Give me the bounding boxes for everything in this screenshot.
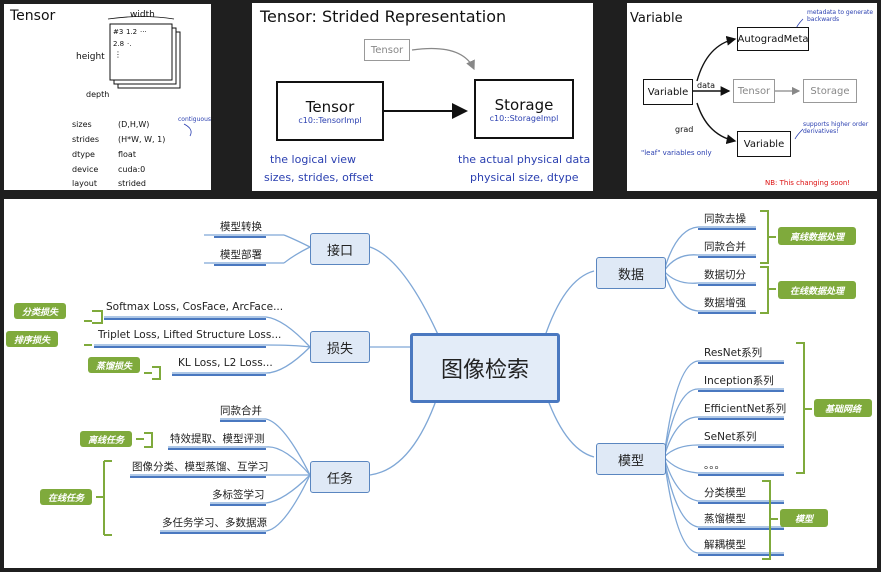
left-caption-1: the logical view <box>270 153 357 166</box>
left-caption-2: sizes, strides, offset <box>264 171 374 184</box>
tag-online-task[interactable]: 在线任务 <box>40 489 92 505</box>
leaf-model[interactable]: ResNet系列 <box>704 347 763 359</box>
branch-model[interactable]: 模型 <box>596 443 666 475</box>
ghost-storage-box: Storage <box>803 79 857 103</box>
prop-value: (D,H,W) <box>118 120 150 129</box>
cell-value: ⋮ <box>114 50 122 59</box>
strided-arrows <box>384 47 475 119</box>
autograd-meta-box: AutogradMeta <box>737 27 809 51</box>
leaf-model[interactable]: 解耦模型 <box>704 539 746 551</box>
leaf-loss[interactable]: Softmax Loss, CosFace, ArcFace... <box>106 301 284 313</box>
ghost-tensor-box: Tensor <box>364 39 410 61</box>
center-node[interactable]: 图像检索 <box>410 333 560 403</box>
mindmap-panel: 图像检索 接口 损失 任务 数据 模型 模型转换 模型部署 Softmax Lo… <box>4 199 877 568</box>
leaf-interface[interactable]: 模型部署 <box>220 249 262 261</box>
right-caption-2: physical size, dtype <box>470 171 579 184</box>
variable-arrows <box>693 18 804 145</box>
higher-order-note: supports higher order derivatives! <box>803 121 869 135</box>
right-caption-1: the actual physical data <box>458 153 591 166</box>
prop-value: strided <box>118 179 146 188</box>
leaf-task[interactable]: 特效提取、模型评测 <box>170 433 265 445</box>
tensor-panel-title: Tensor <box>10 8 56 24</box>
metadata-note: metadata to generate backwards <box>807 9 874 23</box>
cell-value: 1.2 <box>126 28 138 36</box>
prop-value: cuda:0 <box>118 165 146 174</box>
cell-value: ·. <box>127 40 132 48</box>
ghost-tensor-box: Tensor <box>733 79 775 103</box>
contiguous-note: contiguous <box>178 116 211 123</box>
prop-key: sizes <box>72 120 92 129</box>
leaf-note: "leaf" variables only <box>641 149 712 157</box>
storage-box: Storage c10::StorageImpl <box>474 79 574 139</box>
nb-note: NB: This changing soon! <box>765 179 851 187</box>
prop-key: dtype <box>72 150 95 159</box>
tag-online-data[interactable]: 在线数据处理 <box>778 281 856 299</box>
tensor-panel: Tensor width height depth #3 1.2 ··· 2.8… <box>4 4 211 190</box>
tag-rank-loss[interactable]: 排序损失 <box>6 331 58 347</box>
prop-key: layout <box>72 179 97 188</box>
storage-box-sub: c10::StorageImpl <box>489 113 559 123</box>
cell-value: ··· <box>140 28 147 36</box>
leaf-model[interactable]: 。。。 <box>704 459 725 471</box>
tensor-box: Tensor c10::TensorImpl <box>276 81 384 141</box>
tag-classify-loss[interactable]: 分类损失 <box>14 303 66 319</box>
leaf-loss[interactable]: KL Loss, L2 Loss... <box>178 357 273 369</box>
leaf-data[interactable]: 数据切分 <box>704 269 746 281</box>
tag-distill-loss[interactable]: 蒸馏损失 <box>88 357 140 373</box>
leaf-loss[interactable]: Triplet Loss, Lifted Structure Loss... <box>98 329 282 341</box>
leaf-model[interactable]: 分类模型 <box>704 487 746 499</box>
branch-interface[interactable]: 接口 <box>310 233 370 265</box>
prop-value: float <box>118 150 136 159</box>
leaf-model[interactable]: Inception系列 <box>704 375 774 387</box>
strided-panel-title: Tensor: Strided Representation <box>260 7 507 26</box>
leaf-task[interactable]: 图像分类、模型蒸馏、互学习 <box>132 461 269 473</box>
mindmap-connectors <box>84 210 812 560</box>
leaf-model[interactable]: SeNet系列 <box>704 431 757 443</box>
tag-offline-data[interactable]: 离线数据处理 <box>778 227 856 245</box>
variable-panel: Variable Variable AutogradMeta Tensor St… <box>627 3 877 191</box>
leaf-task[interactable]: 多任务学习、多数据源 <box>162 517 267 529</box>
prop-key: strides <box>72 135 99 144</box>
data-edge-label: data <box>697 81 716 90</box>
strided-panel: Tensor: Strided Representation Tensor Te… <box>252 3 593 191</box>
storage-box-label: Storage <box>494 95 554 114</box>
variable-box: Variable <box>643 79 693 105</box>
tag-model[interactable]: 模型 <box>780 509 828 527</box>
tensor-box-sub: c10::TensorImpl <box>298 115 362 125</box>
height-label: height <box>76 52 105 62</box>
leaf-task[interactable]: 多标签学习 <box>212 489 265 501</box>
depth-label: depth <box>86 90 110 99</box>
variable-panel-title: Variable <box>630 11 683 26</box>
leaf-model[interactable]: 蒸馏模型 <box>704 513 746 525</box>
branch-data[interactable]: 数据 <box>596 257 666 289</box>
leaf-interface[interactable]: 模型转换 <box>220 221 262 233</box>
tag-base-net[interactable]: 基础网络 <box>814 399 872 417</box>
prop-key: device <box>72 165 99 174</box>
leaf-model[interactable]: EfficientNet系列 <box>704 403 787 415</box>
tag-offline-task[interactable]: 离线任务 <box>80 431 132 447</box>
leaf-data[interactable]: 同款去操 <box>704 213 746 225</box>
width-label: width <box>130 10 155 20</box>
tensor-box-label: Tensor <box>305 97 355 116</box>
grad-edge-label: grad <box>675 125 694 134</box>
variable-grad-box: Variable <box>737 131 791 157</box>
leaf-task[interactable]: 同款合并 <box>220 405 262 417</box>
leaf-data[interactable]: 同款合并 <box>704 241 746 253</box>
cell-value: #3 <box>113 28 124 36</box>
tensor-stack-drawing <box>107 16 192 137</box>
branch-loss[interactable]: 损失 <box>310 331 370 363</box>
branch-task[interactable]: 任务 <box>310 461 370 493</box>
prop-value: (H*W, W, 1) <box>118 135 166 144</box>
leaf-data[interactable]: 数据增强 <box>704 297 746 309</box>
cell-value: 2.8 <box>113 40 125 48</box>
